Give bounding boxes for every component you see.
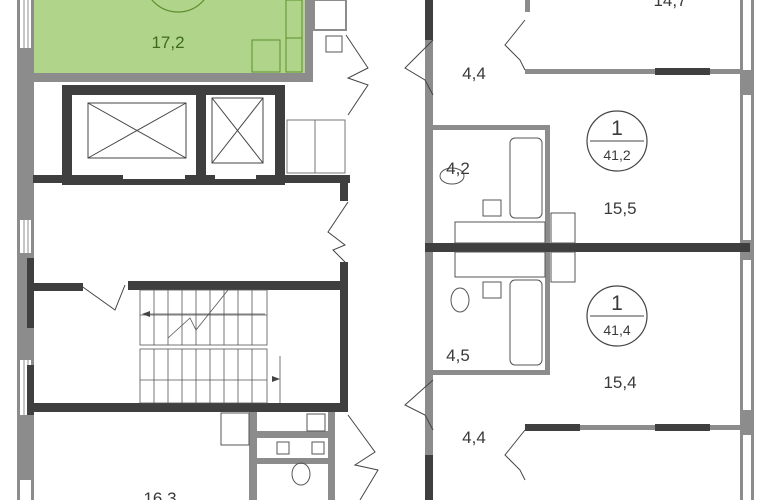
arrow-icon: [272, 376, 280, 382]
door-swing: [404, 19, 526, 481]
highlighted-apartment-room[interactable]: [33, 0, 305, 73]
wall: [525, 425, 740, 430]
elevator-icon: [211, 97, 264, 164]
sink-icon: [220, 412, 250, 446]
shaft: [286, 119, 346, 174]
room-area-label: 14,7: [653, 0, 686, 10]
highlighted-apartment-badge: [151, 0, 205, 13]
apartment-rooms: 1: [611, 292, 623, 315]
room-area-label: 4,2: [446, 159, 470, 178]
door-swing: [79, 34, 379, 500]
wall: [249, 412, 257, 500]
window-lines: [23, 0, 29, 415]
wall: [33, 73, 313, 82]
wall: [340, 262, 348, 410]
apartment-total-area: 41,4: [603, 322, 630, 338]
toilet-icon: [291, 462, 311, 486]
sink-icon: [482, 199, 502, 217]
apartment-badge[interactable]: 1 41,4: [586, 285, 648, 347]
wall: [340, 175, 348, 201]
elevator-door: [215, 175, 256, 179]
room-area-label: 4,4: [462, 428, 486, 447]
toilet-icon: [439, 167, 465, 185]
wall: [27, 258, 34, 328]
toilet-icon: [450, 287, 470, 313]
sink-icon: [251, 39, 281, 73]
wall: [425, 243, 750, 252]
wall: [33, 283, 83, 291]
elevator-door: [123, 175, 185, 179]
room-area-label: 15,5: [603, 199, 636, 218]
arrow-icon: [142, 311, 150, 317]
cabinet: [285, 37, 303, 73]
wall: [196, 90, 206, 180]
windows-left: [20, 0, 31, 500]
wall: [128, 281, 348, 290]
shaft: [313, 0, 347, 31]
elevator-icon: [87, 102, 187, 159]
wall: [33, 403, 348, 412]
staircase: [139, 289, 281, 404]
windows-right: [743, 0, 751, 500]
apartment-badge[interactable]: 1 41,2: [586, 110, 648, 172]
room-area-label: 16,3: [143, 489, 176, 500]
bathtub-icon: [509, 279, 543, 366]
shaft: [325, 35, 343, 53]
sink-icon: [482, 281, 502, 299]
room-area-label: 15,4: [603, 373, 636, 392]
apartment-rooms: 1: [611, 117, 623, 140]
wall: [305, 0, 313, 82]
apartment-total-area: 41,2: [603, 147, 630, 163]
room-area-label: 4,5: [446, 346, 470, 365]
bathtub-icon: [509, 137, 543, 219]
room-area-label: 17,2: [151, 33, 184, 52]
wall: [27, 365, 34, 415]
wall: [33, 175, 350, 183]
room-area-label: 4,4: [462, 64, 486, 83]
wall: [525, 69, 740, 74]
